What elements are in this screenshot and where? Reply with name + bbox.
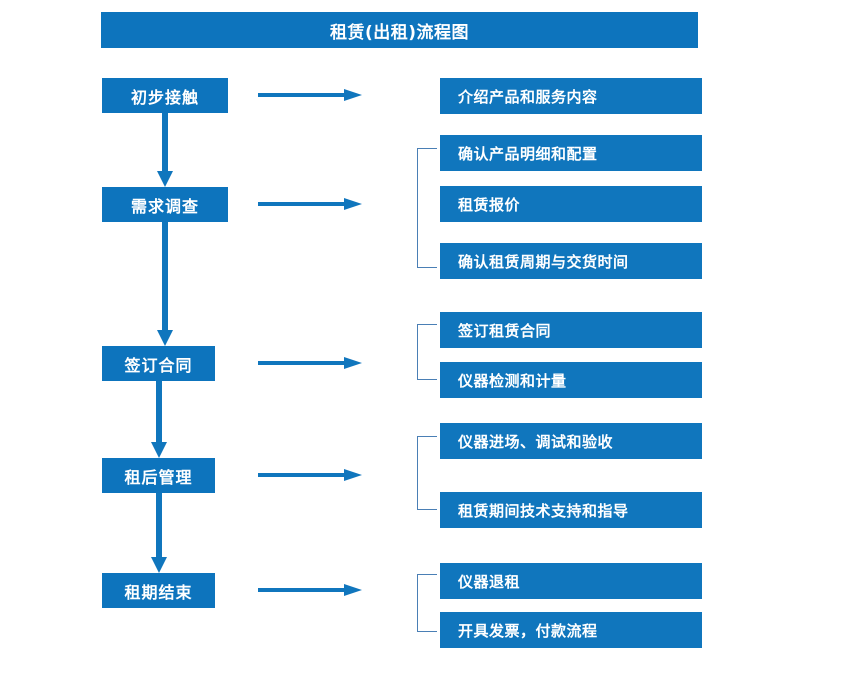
bracket-group-5: [417, 574, 437, 632]
detail-box-confirm-product-details[interactable]: 确认产品明细和配置: [440, 135, 702, 171]
detail-box-lease-quotation[interactable]: 租赁报价: [440, 186, 702, 222]
detail-box-instrument-return[interactable]: 仪器退租: [440, 563, 702, 599]
bracket-group-4: [417, 436, 437, 510]
detail-box-technical-support[interactable]: 租赁期间技术支持和指导: [440, 492, 702, 528]
horizontal-arrow-4: [258, 469, 362, 481]
detail-box-instrument-onsite-commissioning[interactable]: 仪器进场、调试和验收: [440, 423, 702, 459]
horizontal-arrow-2: [258, 198, 362, 210]
bracket-group-2: [417, 148, 437, 268]
detail-box-introduce-products[interactable]: 介绍产品和服务内容: [440, 78, 702, 114]
stage-box-sign-contract[interactable]: 签订合同: [102, 346, 215, 381]
detail-box-sign-lease-contract[interactable]: 签订租赁合同: [440, 312, 702, 348]
detail-box-confirm-lease-period[interactable]: 确认租赁周期与交货时间: [440, 243, 702, 279]
detail-box-invoice-payment[interactable]: 开具发票，付款流程: [440, 612, 702, 648]
stage-box-initial-contact[interactable]: 初步接触: [102, 78, 228, 113]
horizontal-arrow-1: [258, 89, 362, 101]
vertical-arrow-1: [157, 113, 173, 187]
horizontal-arrow-5: [258, 584, 362, 596]
vertical-arrow-2: [157, 222, 173, 346]
stage-box-needs-survey[interactable]: 需求调查: [102, 187, 228, 222]
vertical-arrow-4: [151, 493, 167, 573]
vertical-arrow-3: [151, 381, 167, 458]
bracket-group-3: [417, 324, 437, 380]
horizontal-arrow-3: [258, 357, 362, 369]
detail-box-instrument-inspection[interactable]: 仪器检测和计量: [440, 362, 702, 398]
stage-box-post-lease-management[interactable]: 租后管理: [102, 458, 215, 493]
page-title: 租赁(出租)流程图: [101, 12, 698, 48]
stage-box-lease-end[interactable]: 租期结束: [102, 573, 215, 608]
